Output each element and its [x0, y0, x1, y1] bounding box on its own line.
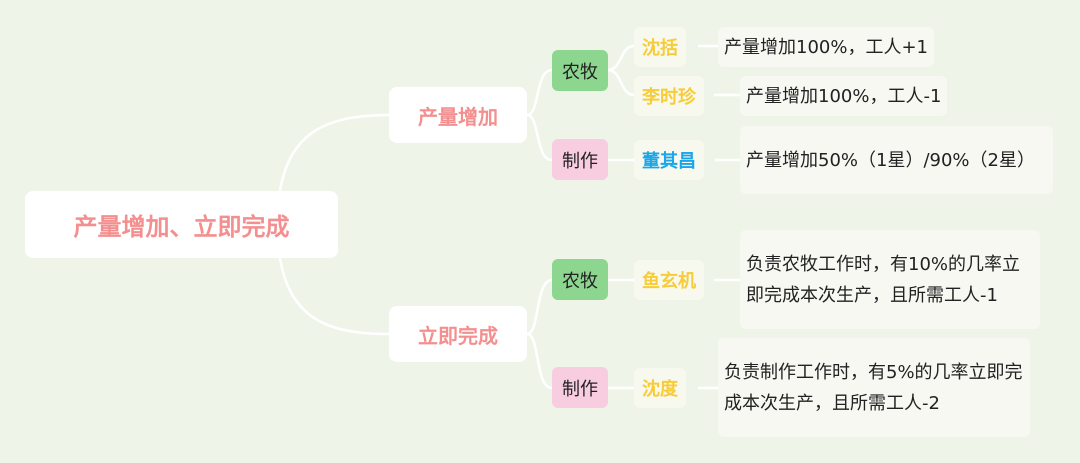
person-node[interactable]: 沈括	[634, 27, 686, 67]
category-crafting[interactable]: 制作	[552, 139, 608, 180]
description-node[interactable]: 产量增加50%（1星）/90%（2星）	[740, 126, 1053, 194]
category-farming[interactable]: 农牧	[552, 50, 608, 91]
person-node[interactable]: 沈度	[634, 368, 686, 408]
person-node[interactable]: 董其昌	[634, 140, 704, 180]
branch-instant-complete[interactable]: 立即完成	[389, 306, 527, 362]
person-node[interactable]: 李时珍	[634, 76, 704, 116]
description-node[interactable]: 负责制作工作时，有5%的几率立即完成本次生产，且所需工人-2	[718, 338, 1030, 437]
root-node[interactable]: 产量增加、立即完成	[25, 191, 338, 258]
category-crafting[interactable]: 制作	[552, 367, 608, 408]
description-node[interactable]: 产量增加100%，工人-1	[740, 76, 948, 116]
description-node[interactable]: 负责农牧工作时，有10%的几率立即完成本次生产，且所需工人-1	[740, 230, 1040, 329]
person-node[interactable]: 鱼玄机	[634, 260, 704, 300]
category-farming[interactable]: 农牧	[552, 259, 608, 300]
description-node[interactable]: 产量增加100%，工人+1	[718, 27, 934, 67]
branch-production-increase[interactable]: 产量增加	[389, 87, 527, 143]
